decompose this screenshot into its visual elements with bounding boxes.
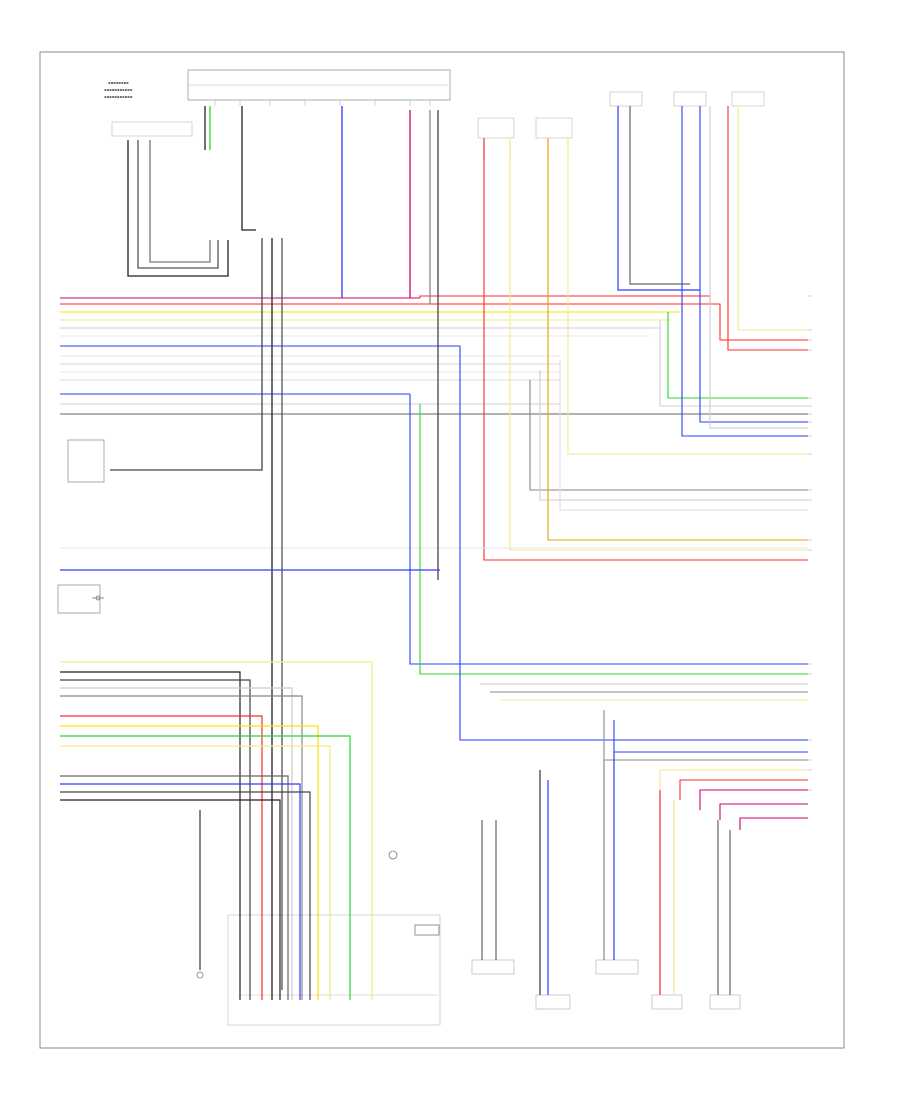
right-terminals	[808, 295, 812, 791]
right-wire-bus	[60, 106, 808, 561]
horizontal-wire-bus	[60, 297, 808, 415]
bottom-module	[227, 914, 441, 1026]
top-right-components	[477, 91, 765, 139]
svg-text:▪▪▪▪▪▪▪▪▪▪▪: ▪▪▪▪▪▪▪▪▪▪▪	[104, 87, 133, 92]
left-components	[57, 439, 105, 614]
lower-right-bus	[409, 346, 808, 830]
lower-left-bus	[60, 569, 440, 1000]
vertical-wires	[110, 106, 439, 1000]
bottom-right-components	[471, 959, 741, 1010]
bottom-right-wires	[481, 752, 731, 995]
main-module-top	[187, 69, 451, 106]
svg-text:▪▪▪▪▪▪▪▪: ▪▪▪▪▪▪▪▪	[108, 80, 129, 85]
diagram-frame	[39, 51, 845, 1049]
svg-text:▪▪▪▪▪▪▪▪▪▪▪: ▪▪▪▪▪▪▪▪▪▪▪	[104, 94, 133, 99]
top-right-wires	[483, 106, 700, 291]
left-top-module: ▪▪▪▪▪▪▪▪ ▪▪▪▪▪▪▪▪▪▪▪ ▪▪▪▪▪▪▪▪▪▪▪	[104, 80, 193, 137]
small-symbols	[92, 595, 440, 979]
